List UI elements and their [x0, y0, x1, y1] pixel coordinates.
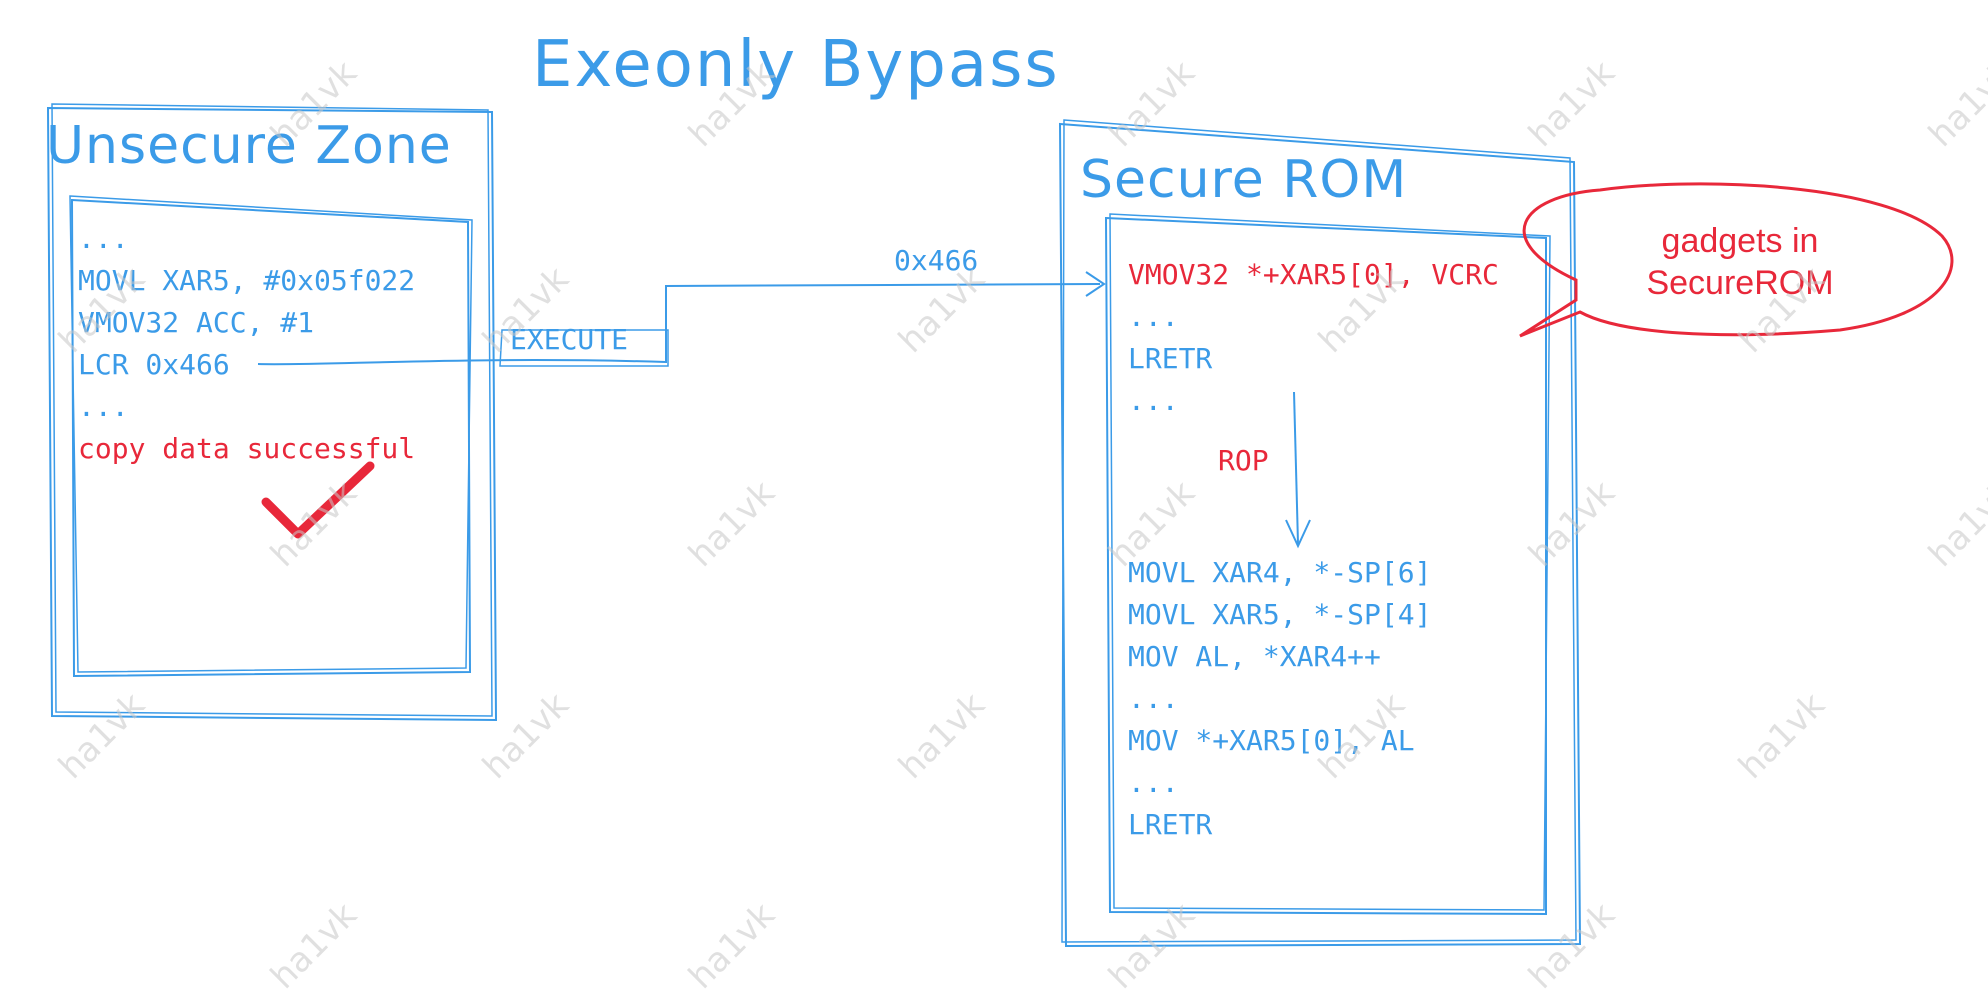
unsecure-code-block: ... MOVL XAR5, #0x05f022 VMOV32 ACC, #1 …	[78, 218, 415, 470]
secure-rom-inner-box	[1104, 216, 1547, 916]
secure-rom-code-block: VMOV32 *+XAR5[0], VCRC ... LRETR ...	[1128, 254, 1499, 422]
callout-line-2: SecureROM	[1646, 264, 1834, 302]
rop-arrow	[1293, 391, 1299, 545]
code-line-highlight: VMOV32 *+XAR5[0], VCRC	[1128, 258, 1499, 291]
check-mark-icon	[261, 461, 375, 539]
unsecure-zone-inner-box	[70, 198, 472, 678]
copy-result-text: copy data successful	[78, 432, 416, 465]
unsecure-zone-outer-box	[46, 106, 498, 722]
code-line: VMOV32 ACC, #1	[78, 306, 315, 339]
callout-text: gadgets in SecureROM	[1620, 220, 1860, 304]
gadget-code-block: MOVL XAR4, *-SP[6] MOVL XAR5, *-SP[4] MO…	[1128, 552, 1431, 846]
code-line: ...	[78, 222, 129, 255]
code-line: LCR 0x466	[78, 348, 230, 381]
code-line: ...	[1128, 682, 1179, 715]
code-line: LRETR	[1128, 342, 1213, 375]
secure-rom-outer-box	[1058, 122, 1582, 948]
code-line: LRETR	[1128, 808, 1213, 841]
unsecure-zone-title: Unsecure Zone	[46, 116, 452, 176]
code-line: MOV AL, *XAR4++	[1128, 640, 1381, 673]
execute-arrow	[257, 283, 1101, 366]
address-label: 0x466	[894, 244, 979, 277]
code-line: MOVL XAR4, *-SP[6]	[1128, 556, 1432, 589]
callout-line-1: gadgets in	[1661, 222, 1819, 260]
diagram-title: Exeonly Bypass	[532, 28, 1060, 102]
code-line: MOVL XAR5, #0x05f022	[78, 264, 416, 297]
code-line: MOVL XAR5, *-SP[4]	[1128, 598, 1432, 631]
secure-rom-title: Secure ROM	[1080, 150, 1408, 210]
execute-label: EXECUTE	[510, 323, 629, 356]
rop-label: ROP	[1218, 444, 1269, 477]
code-line: ...	[1128, 384, 1179, 417]
callout-bubble	[1519, 182, 1954, 338]
code-line: ...	[1128, 766, 1179, 799]
code-line: ...	[78, 390, 129, 423]
code-line: ...	[1128, 300, 1179, 333]
code-line: MOV *+XAR5[0], AL	[1128, 724, 1415, 757]
